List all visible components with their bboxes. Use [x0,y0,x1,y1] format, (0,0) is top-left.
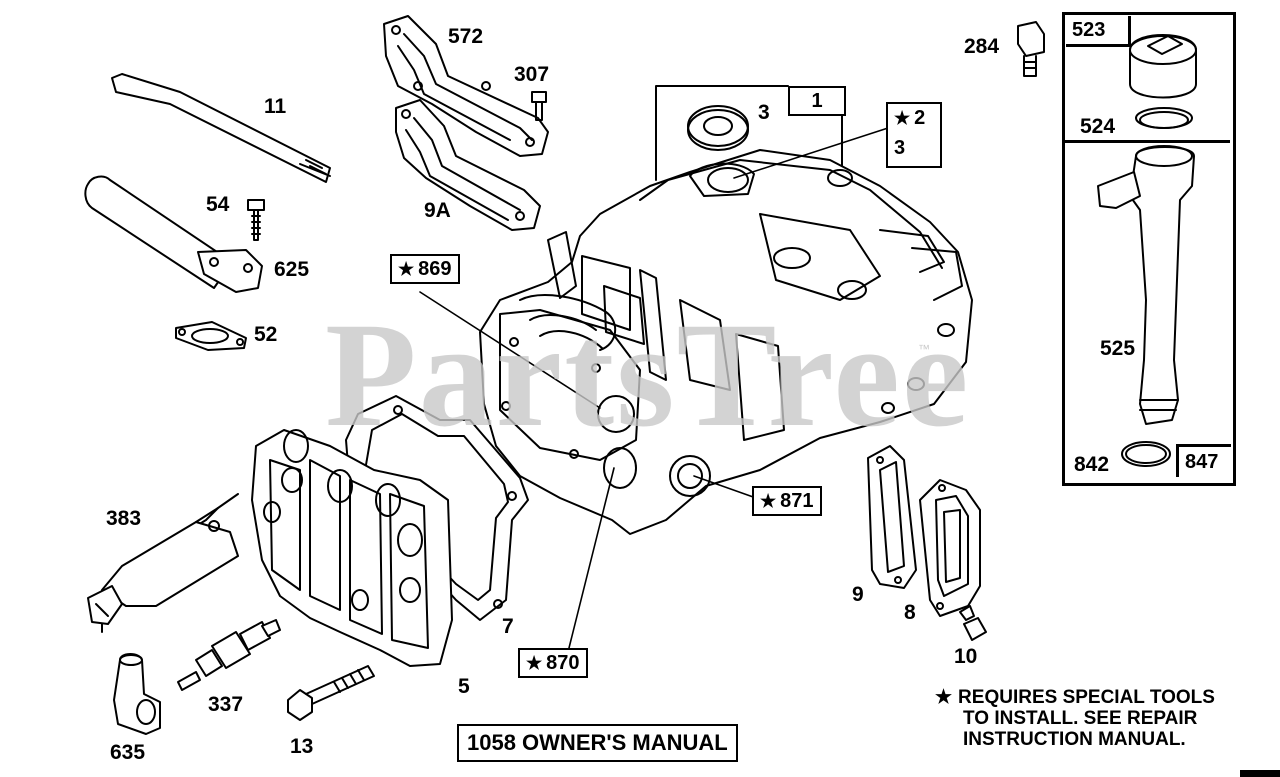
tube-625[interactable] [84,175,263,293]
label-870-box: ★ 870 [518,648,588,678]
label-11: 11 [264,95,287,118]
label-10: 10 [954,645,978,668]
label-625: 625 [274,258,310,281]
bolt-13[interactable] [287,665,375,721]
star-icon: ★ [398,259,415,279]
star-icon: ★ [760,491,777,511]
note-line-3: INSTRUCTION MANUAL. [963,729,1186,750]
gasket-9a[interactable] [395,99,541,231]
label-871-box: ★ 871 [752,486,822,516]
label-3-boxed: 3 [894,137,906,159]
star-icon: ★ [526,653,543,673]
dipstick-kit-panel [1062,12,1236,486]
label-869-box: ★ 869 [390,254,460,284]
label-13: 13 [290,735,314,758]
label-284: 284 [964,35,1000,58]
corner-mark [1240,770,1280,777]
label-9: 9 [852,583,864,606]
special-tools-note: ★ REQUIRES SPECIAL TOOLS TO INSTALL. SEE… [935,687,1215,750]
spark-plug-337[interactable] [177,619,281,691]
label-524: 524 [1080,115,1116,138]
label-842: 842 [1074,453,1110,476]
bracket-383[interactable] [87,493,239,633]
gasket-9[interactable] [867,445,917,589]
label-9a: 9A [424,199,451,222]
label-1: 1 [811,90,823,112]
bolt-284[interactable] [1017,21,1045,77]
star-icon: ★ [935,687,953,708]
label-52: 52 [254,323,278,346]
leader-lines [419,127,889,661]
cylinder-head-5[interactable] [251,429,453,667]
label-523: 523 [1072,19,1106,41]
label-383: 383 [106,507,142,530]
screw-54[interactable] [247,199,265,241]
label-54: 54 [206,193,230,216]
dipstick-tube-525[interactable] [1097,145,1195,425]
screw-10[interactable] [959,605,987,641]
watermark-text: PartsTree [325,292,971,458]
label-869: 869 [418,258,452,280]
label-635: 635 [110,741,146,764]
label-307: 307 [514,63,550,86]
oil-fill-cap-523[interactable] [1129,34,1197,99]
o-ring-524[interactable] [1135,107,1193,129]
label-3-box: 3 [886,130,942,168]
label-523-box: 523 [1066,16,1131,47]
label-847: 847 [1185,451,1219,473]
breather-8[interactable] [919,479,981,617]
label-8: 8 [904,601,916,624]
label-1-box: 1 [788,86,846,116]
label-2: 2 [914,107,926,129]
panel-1-frame [655,85,843,181]
oil-seal-3[interactable] [687,105,749,151]
cylinder-block[interactable] [479,149,973,535]
o-ring-842[interactable] [1121,441,1171,467]
owners-manual-label: 1058 OWNER'S MANUAL [457,724,738,762]
label-870: 870 [546,652,580,674]
dipstick-kit-divider [1062,140,1230,143]
label-7: 7 [502,615,514,638]
label-2-box: ★ 2 [886,102,942,134]
note-line-1: REQUIRES SPECIAL TOOLS [958,687,1215,708]
label-337: 337 [208,693,244,716]
label-525: 525 [1100,337,1136,360]
star-icon: ★ [894,108,911,128]
watermark-trademark: ™ [918,342,930,356]
label-871: 871 [780,490,814,512]
terminal-635[interactable] [113,653,161,735]
note-line-2: TO INSTALL. SEE REPAIR [963,708,1198,729]
gasket-52[interactable] [175,321,247,351]
dipstick-tube-11[interactable] [111,73,331,183]
screw-307[interactable] [531,91,547,121]
label-3-seal: 3 [758,101,770,124]
label-572: 572 [448,25,484,48]
label-847-box: 847 [1176,444,1231,477]
label-5: 5 [458,675,470,698]
gasket-572[interactable] [383,15,549,157]
